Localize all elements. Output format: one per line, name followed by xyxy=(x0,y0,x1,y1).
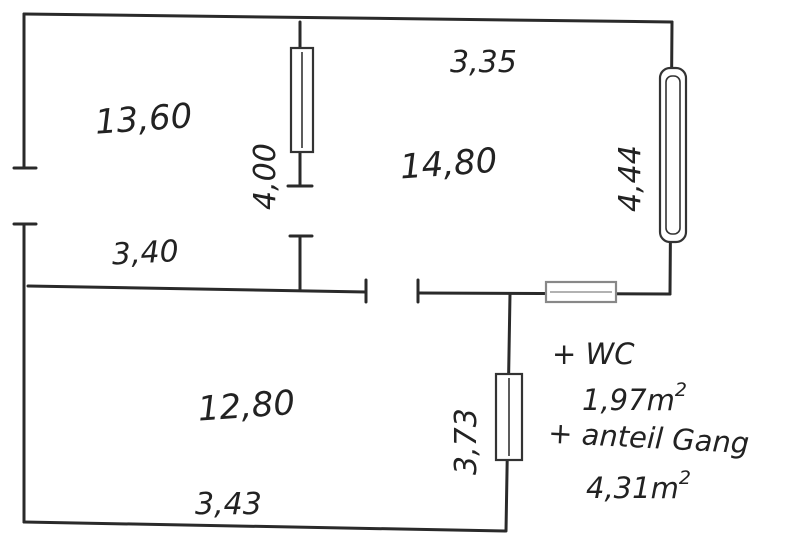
note-wc-area-superscript: 2 xyxy=(675,379,687,401)
window-right-wall xyxy=(658,66,688,244)
note-wc: + WC xyxy=(552,337,635,371)
dimension-top-right-width: 3,35 xyxy=(450,45,517,80)
note-hallway: + anteil Gang xyxy=(547,416,750,460)
window-middle-partition xyxy=(289,46,315,154)
note-wc-area: 1,97m2 xyxy=(582,379,687,417)
note-hallway-area: 4,31m2 xyxy=(586,467,691,505)
dimension-left-width: 3,40 xyxy=(111,234,180,272)
window-lower-right xyxy=(494,372,524,462)
wall-horizontal-left xyxy=(26,284,368,294)
note-hallway-area-superscript: 2 xyxy=(679,467,691,489)
dimension-bottom-width: 3,43 xyxy=(195,487,262,522)
note-hallway-area-value: 4,31m xyxy=(586,471,679,505)
room-area-top-left: 13,60 xyxy=(94,96,194,143)
window-wc xyxy=(544,280,618,304)
windows xyxy=(289,46,688,462)
room-area-bottom: 12,80 xyxy=(196,383,296,430)
walls xyxy=(12,12,674,533)
wall-top xyxy=(22,12,674,24)
room-area-top-right: 14,80 xyxy=(399,141,499,188)
dimension-right-height: 4,44 xyxy=(613,145,648,212)
dimension-middle-height: 4,00 xyxy=(248,143,283,210)
wall-bottom xyxy=(22,520,507,533)
wall-horizontal-right xyxy=(416,291,672,296)
note-wc-area-value: 1,97m xyxy=(582,383,675,417)
dimension-lower-right-height: 3,73 xyxy=(449,408,484,475)
